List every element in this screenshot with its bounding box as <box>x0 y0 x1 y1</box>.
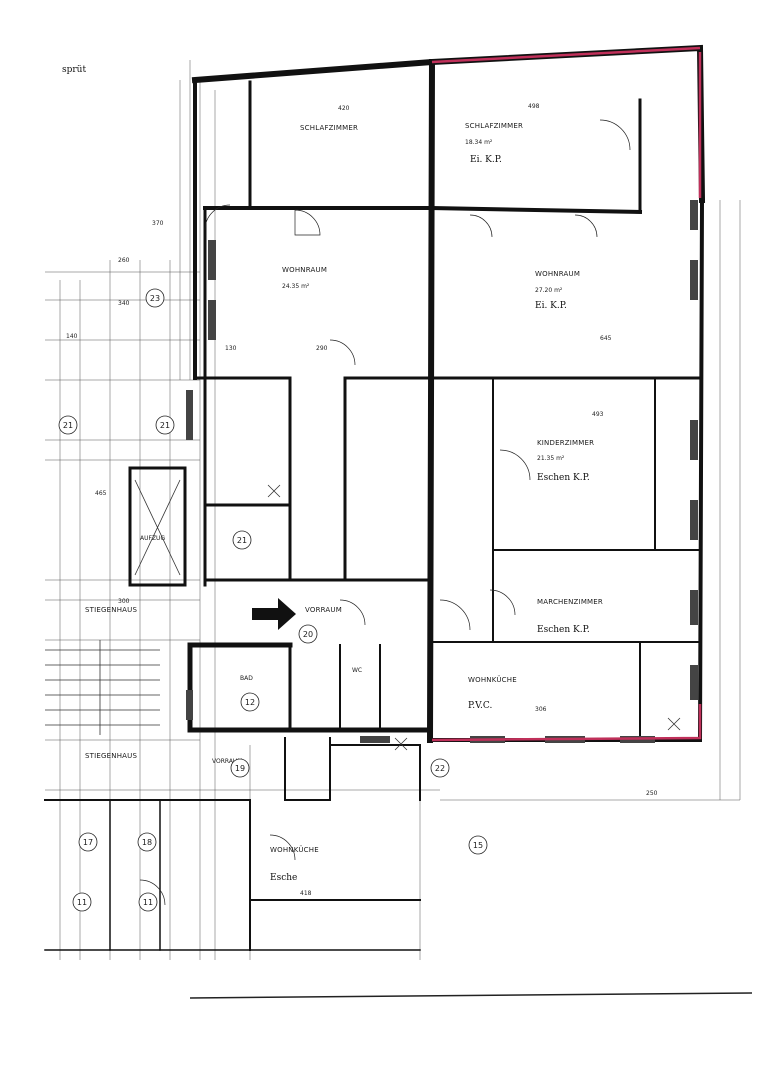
room-name: VORRAUM <box>212 758 243 765</box>
room-name: VORRAUM <box>305 606 342 614</box>
walls <box>44 44 706 951</box>
room-area: 18.34 m² <box>465 139 493 146</box>
room-tag: 18 <box>142 838 152 847</box>
room-tag: 11 <box>143 898 153 907</box>
room-name: KINDERZIMMER <box>537 439 594 447</box>
dimension: 130 <box>225 345 237 352</box>
corner-text: sprüt <box>62 65 86 75</box>
doors <box>139 119 631 906</box>
dimension: 300 <box>118 598 130 605</box>
cross-marks <box>267 484 681 751</box>
room-name: WC <box>352 667 362 674</box>
dimension: 306 <box>535 706 547 713</box>
dimension: 340 <box>118 300 130 307</box>
room-tag: 21 <box>160 421 170 430</box>
room-name: WOHNKÜCHE <box>468 675 517 684</box>
room-labels: SCHLAFZIMMER SCHLAFZIMMER 18.34 m² Ei. K… <box>85 122 603 883</box>
room-tag: 20 <box>303 630 313 639</box>
room-tag: 17 <box>83 838 93 847</box>
room-name: MARCHENZIMMER <box>537 598 603 606</box>
room-name: AUFZUG <box>140 535 165 542</box>
room-note: Eschen K.P. <box>537 473 590 483</box>
dimension: 493 <box>592 411 604 418</box>
room-tag: 12 <box>245 698 255 707</box>
dimension: 645 <box>600 335 612 342</box>
room-name: STIEGENHAUS <box>85 606 137 614</box>
dimension: 250 <box>646 790 658 797</box>
room-tags: 23 21 21 20 21 12 19 22 17 18 11 15 11 <box>58 288 488 912</box>
room-note: Ei. K.P. <box>535 301 567 311</box>
room-area: 24.35 m² <box>282 283 310 290</box>
room-note: P.V.C. <box>468 701 492 711</box>
hatched-walls <box>186 200 698 743</box>
room-name: SCHLAFZIMMER <box>300 124 358 132</box>
room-name: STIEGENHAUS <box>85 752 137 760</box>
dimension: 418 <box>300 890 312 897</box>
room-area: 21.35 m² <box>537 455 565 462</box>
room-name: WOHNKÜCHE <box>270 845 319 854</box>
room-name: WOHNRAUM <box>282 266 327 274</box>
room-area: 27.20 m² <box>535 287 563 294</box>
room-note: Ei. K.P. <box>470 155 502 165</box>
room-name: WOHNRAUM <box>535 270 580 278</box>
dimension: 420 <box>338 105 350 112</box>
dimension: 260 <box>118 257 130 264</box>
room-tag: 21 <box>237 536 247 545</box>
dimension: 140 <box>66 333 78 340</box>
footer-rule <box>189 992 753 999</box>
room-name: SCHLAFZIMMER <box>465 122 523 130</box>
room-tag: 22 <box>435 764 445 773</box>
room-tag: 23 <box>150 294 160 303</box>
entrance-arrow-icon <box>252 598 296 630</box>
dimension-labels: 420 498 645 493 306 300 370 340 140 260 … <box>66 103 658 897</box>
dimension: 498 <box>528 103 540 110</box>
room-tag: 21 <box>63 421 73 430</box>
dimension: 465 <box>95 490 107 497</box>
room-tag: 11 <box>77 898 87 907</box>
unit-highlight <box>431 46 702 742</box>
stairs <box>45 479 181 735</box>
room-tag: 15 <box>473 841 483 850</box>
room-name: BAD <box>240 675 253 682</box>
room-note: Esche <box>270 873 297 883</box>
dimension: 290 <box>316 345 328 352</box>
room-tag: 19 <box>235 764 245 773</box>
dimension: 370 <box>152 220 164 227</box>
room-note: Eschen K.P. <box>537 625 590 635</box>
